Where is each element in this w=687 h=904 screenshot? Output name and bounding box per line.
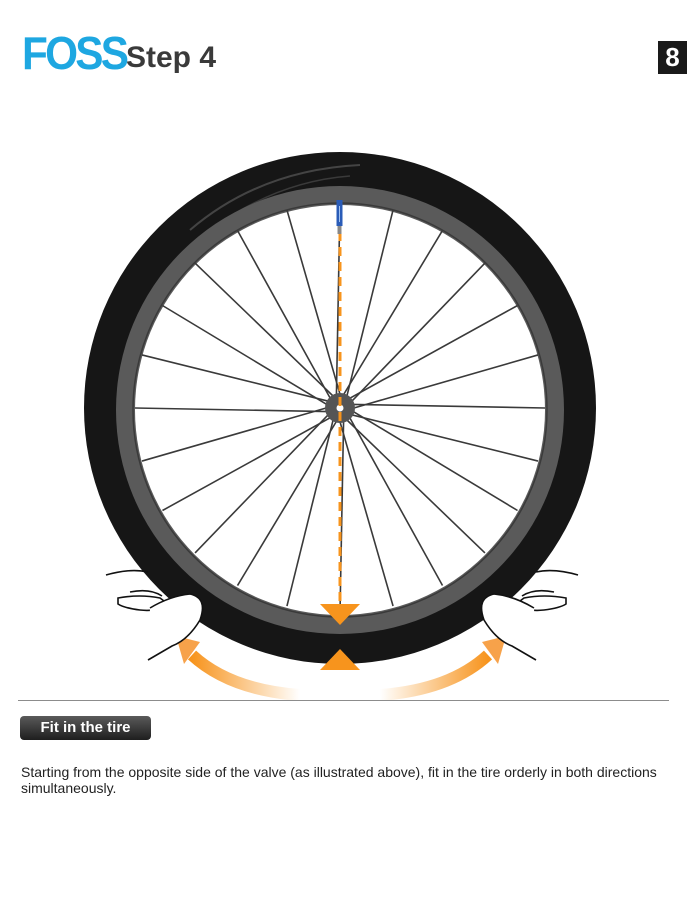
- spoke: [162, 304, 328, 406]
- spoke: [162, 416, 332, 512]
- down-arrowhead-icon: [320, 604, 360, 625]
- spoke: [342, 230, 444, 396]
- spoke: [352, 354, 539, 410]
- spoke: [194, 262, 335, 398]
- spoke: [141, 406, 328, 462]
- spoke: [348, 304, 518, 400]
- section-badge: Fit in the tire: [20, 716, 151, 740]
- spoke: [352, 403, 546, 409]
- direction-arrow-icon: [176, 636, 506, 700]
- spoke: [338, 420, 394, 607]
- spoke: [286, 418, 335, 607]
- up-arrowhead-icon: [320, 649, 360, 670]
- foss-logo: FOSS: [22, 27, 129, 79]
- page-number: 8: [658, 41, 687, 74]
- spoke: [236, 420, 338, 586]
- spoke: [352, 410, 518, 512]
- left-hand-icon: [105, 569, 204, 661]
- step-title: Step 4: [126, 41, 217, 74]
- spoke: [345, 209, 394, 398]
- spoke: [345, 418, 486, 554]
- spoke: [350, 262, 486, 403]
- valve-icon: [336, 200, 343, 234]
- tire-fitting-illustration: [84, 152, 596, 700]
- right-hand-icon: [480, 569, 579, 661]
- spoke: [348, 416, 444, 586]
- spoke: [141, 354, 330, 403]
- spoke: [286, 209, 342, 396]
- spoke: [350, 413, 539, 462]
- bicycle-wheel-icon: [84, 152, 596, 664]
- spoke: [134, 407, 328, 413]
- section-divider: [18, 700, 669, 701]
- spoke: [236, 230, 332, 400]
- instruction-text: Starting from the opposite side of the v…: [21, 764, 657, 796]
- spoke: [194, 413, 330, 554]
